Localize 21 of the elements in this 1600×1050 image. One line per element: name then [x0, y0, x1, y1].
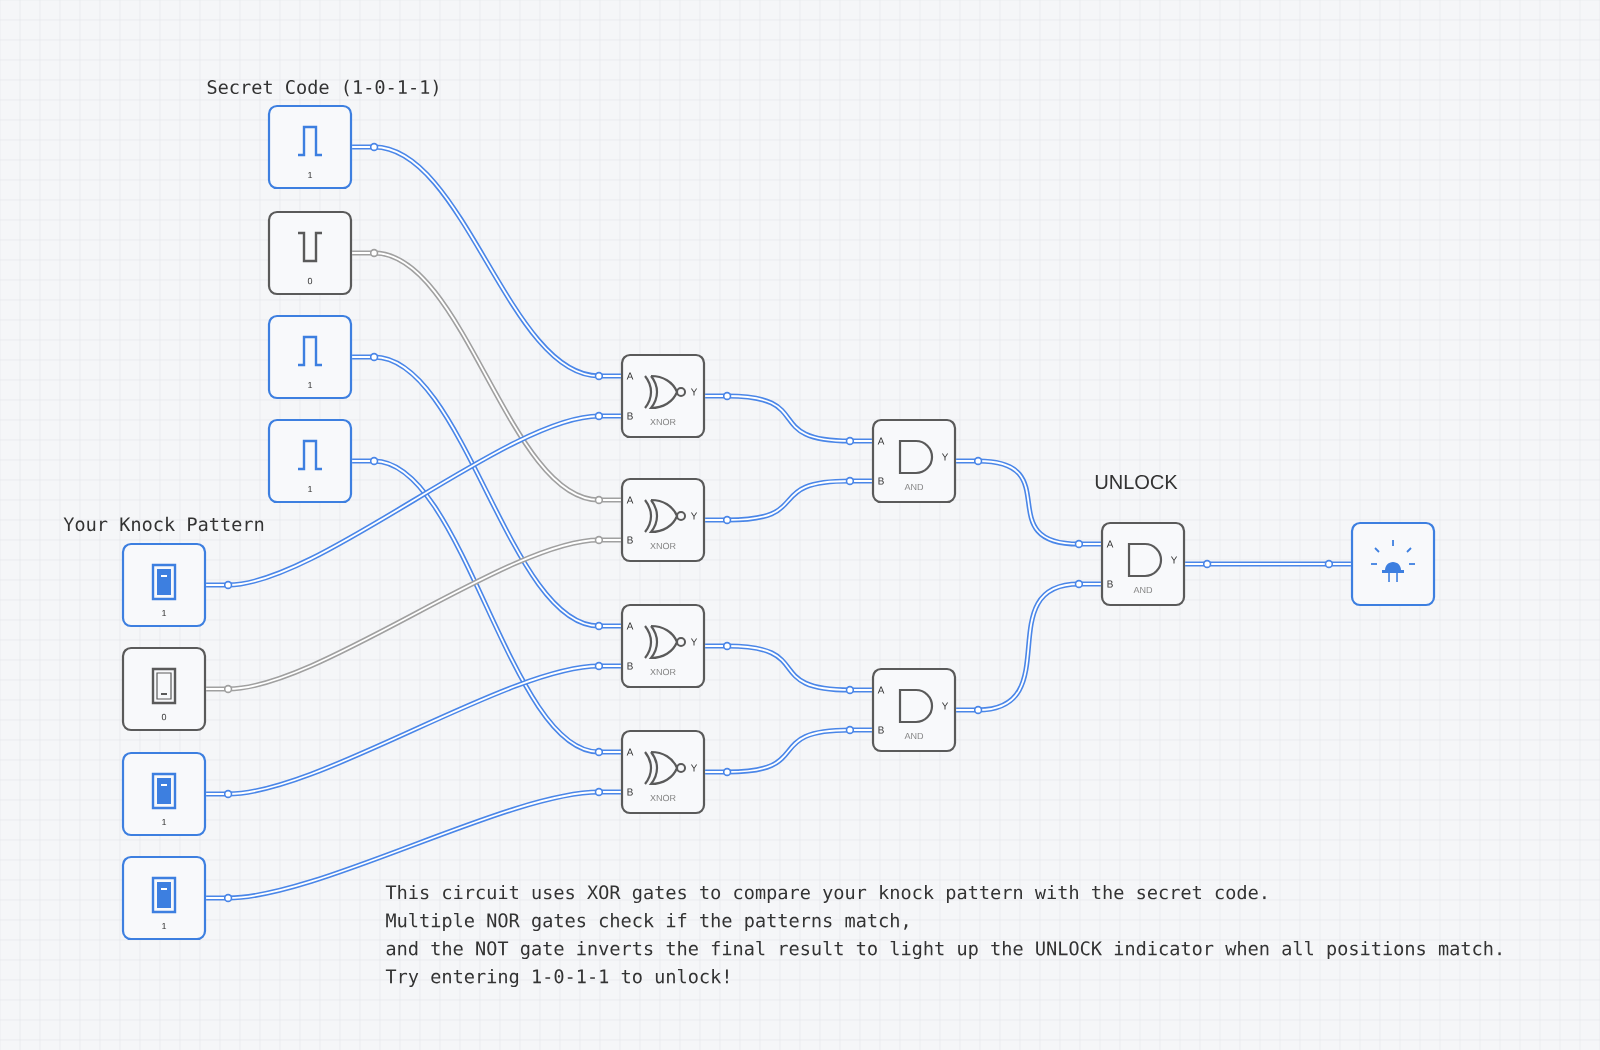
wire [351, 456, 622, 757]
wire [205, 787, 622, 903]
wire [351, 142, 622, 381]
wire [205, 411, 622, 590]
note-text: This circuit uses XOR gates to compare your knock pattern with the secret code. [385, 884, 1266, 904]
wire [205, 535, 622, 694]
wire [704, 391, 873, 446]
wire [955, 456, 1102, 549]
wire [704, 641, 873, 695]
wire [351, 352, 622, 631]
note-text: Try entering 1-0-1-1 to unlock! [385, 968, 728, 988]
wire [1184, 559, 1352, 569]
heading: Your Knock Pattern [63, 516, 264, 532]
wire [955, 579, 1102, 715]
heading: UNLOCK [1095, 474, 1178, 490]
note-text: Multiple NOR gates check if the patterns match, [386, 912, 908, 932]
wire [351, 248, 622, 505]
note-text: and the NOT gate inverts the final result to light up the UNLOCK indicator when all positions match. [386, 940, 1501, 960]
wire [205, 661, 622, 799]
wire [704, 476, 873, 525]
wire [704, 725, 873, 777]
